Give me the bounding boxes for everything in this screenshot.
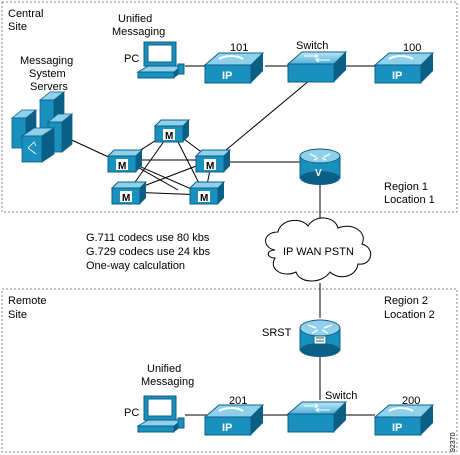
- ip-phone-100-icon: IP: [373, 52, 435, 84]
- ip-glyph: IP: [222, 422, 232, 434]
- call-manager-server-4-icon: M: [110, 181, 148, 205]
- remote-site-title-2: Site: [8, 309, 27, 321]
- remote-site-title-1: Remote: [8, 295, 47, 307]
- unified-messaging-remote-label-1: Unified: [147, 363, 181, 375]
- codec-note-3: One-way calculation: [86, 260, 185, 272]
- ip-glyph: IP: [392, 422, 402, 434]
- switch-label-central: Switch: [296, 40, 328, 52]
- messaging-servers-label-3: Servers: [30, 81, 68, 93]
- pc-icon-central: [136, 41, 185, 79]
- call-manager-server-2-icon: M: [106, 149, 144, 173]
- ip-phone-201-icon: IP: [203, 404, 265, 436]
- pc-icon-remote: [136, 395, 185, 433]
- messaging-servers-label-1: Messaging: [20, 55, 73, 67]
- region1-label-2: Location 1: [384, 194, 435, 206]
- voice-gateway-router-icon: V: [299, 148, 341, 185]
- unified-messaging-remote-label-2: Messaging: [141, 376, 194, 388]
- call-manager-server-3-icon: M: [194, 149, 232, 173]
- m-glyph: M: [122, 193, 130, 204]
- m-glyph: M: [118, 161, 126, 172]
- wan-cloud-icon: [265, 217, 372, 282]
- central-site-box: [1, 1, 458, 213]
- codec-note-1: G.711 codecs use 80 kbs: [86, 232, 210, 244]
- pc-label-remote: PC: [124, 407, 139, 419]
- phone-200-label: 200: [402, 395, 420, 407]
- ip-glyph: IP: [392, 70, 402, 82]
- wan-cloud-label: IP WAN PSTN: [283, 246, 354, 258]
- messaging-servers-label-2: System: [29, 68, 66, 80]
- region2-label-2: Location 2: [384, 309, 435, 321]
- unified-messaging-label-2: Messaging: [112, 26, 165, 38]
- call-manager-server-1-icon: M: [153, 119, 191, 143]
- region1-label-1: Region 1: [384, 181, 428, 193]
- central-site-title-1: Central: [8, 8, 43, 20]
- phone-201-label: 201: [229, 395, 247, 407]
- srst-router-icon: [299, 319, 341, 357]
- central-site-title-2: Site: [8, 21, 27, 33]
- remote-site-box: [1, 288, 458, 453]
- figure-id: 92370: [450, 432, 457, 452]
- m-glyph: M: [200, 193, 208, 204]
- srst-label: SRST: [262, 327, 292, 339]
- switch-icon-central: [286, 51, 348, 83]
- switch-label-remote: Switch: [325, 390, 357, 402]
- ip-glyph: IP: [222, 70, 232, 82]
- call-manager-cluster: M M M M M: [106, 119, 232, 205]
- ip-phone-101-icon: IP: [203, 52, 265, 84]
- call-manager-server-5-icon: M: [188, 181, 226, 205]
- ip-phone-200-icon: IP: [373, 404, 435, 436]
- m-glyph: M: [206, 161, 214, 172]
- phone-101-label: 101: [230, 42, 248, 54]
- region2-label-1: Region 2: [384, 295, 428, 307]
- messaging-servers-icon: [10, 91, 74, 163]
- pc-label-central: PC: [124, 53, 139, 65]
- phone-100-label: 100: [403, 42, 421, 54]
- switch-icon-remote: [286, 401, 348, 433]
- v-glyph: V: [315, 168, 322, 179]
- codec-note-2: G.729 codecs use 24 kbs: [86, 246, 211, 258]
- unified-messaging-label-1: Unified: [118, 13, 152, 25]
- m-glyph: M: [165, 131, 173, 142]
